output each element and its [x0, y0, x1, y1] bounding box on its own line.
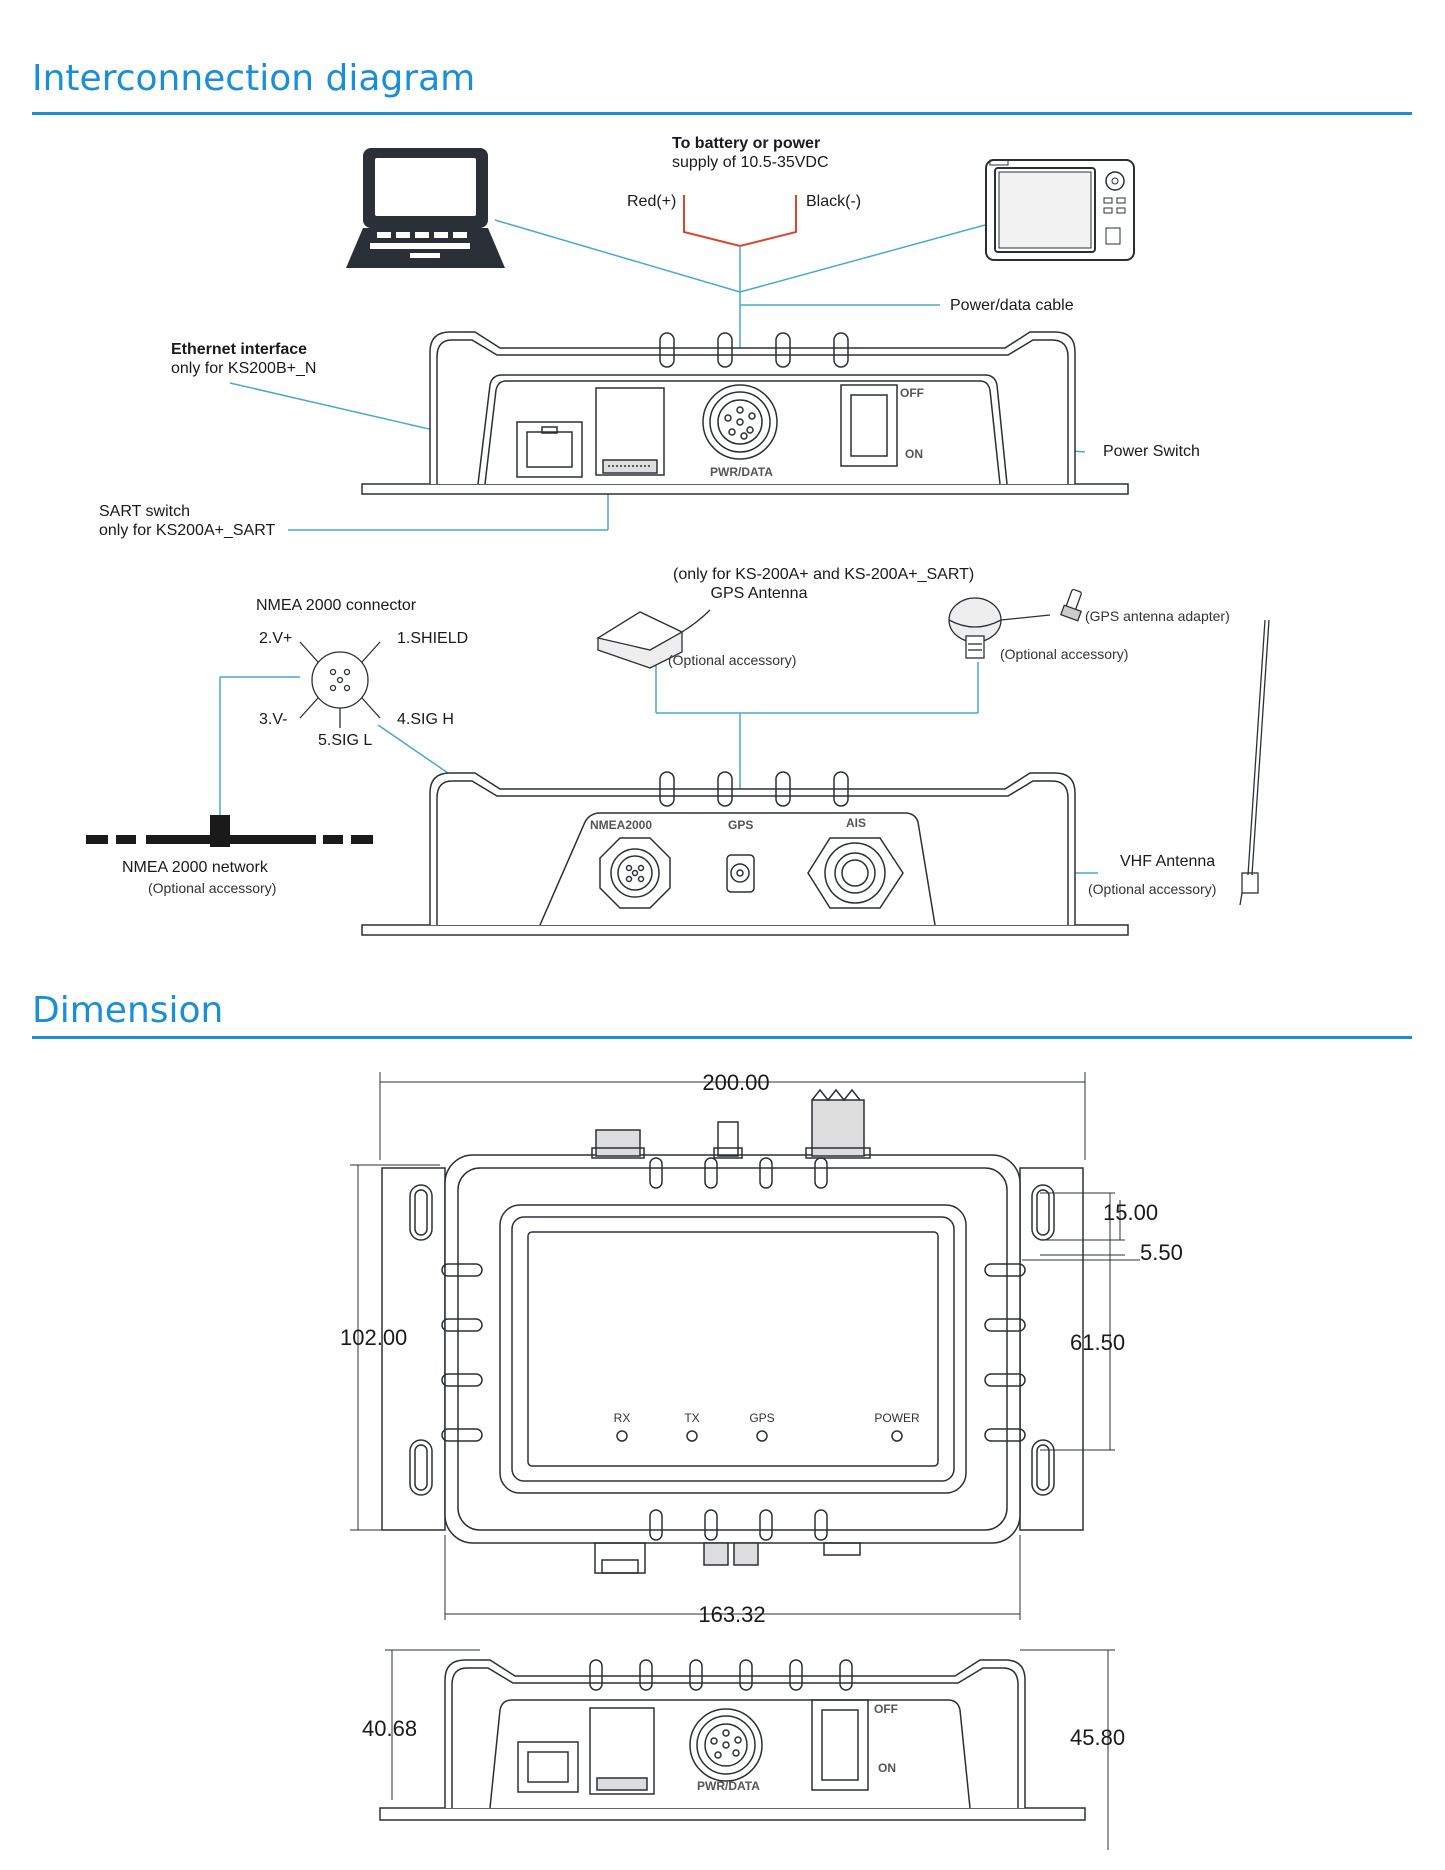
device-rear-view: [361, 771, 1129, 936]
gps-mushroom-antenna-icon: [948, 597, 1051, 659]
laptop-icon: [346, 148, 505, 268]
power-lines: [683, 195, 797, 248]
device-top-view: [350, 1072, 1140, 1620]
ethernet-label-2: only for KS200B+_N: [171, 360, 316, 377]
dimension-title: Dimension: [32, 990, 224, 1031]
side-on-label: ON: [878, 1761, 896, 1775]
sart-label-1: SART switch: [99, 503, 190, 520]
dim-width-inner: 163.32: [698, 1602, 765, 1627]
pin-2-label: 2.V+: [259, 630, 292, 647]
nmea-network-backbone: [86, 815, 373, 847]
dim-hole-width: 5.50: [1140, 1240, 1183, 1265]
nmea-optional-label: (Optional accessory): [148, 880, 276, 896]
pin-3-label: 3.V-: [259, 711, 287, 728]
power-switch-label: Power Switch: [1103, 443, 1200, 460]
side-pwr-label: PWR/DATA: [697, 1779, 760, 1793]
gps-note-label-1: (only for KS-200A+ and KS-200A+_SART): [673, 566, 974, 583]
sart-label-2: only for KS200A+_SART: [99, 522, 275, 539]
dim-height-total: 102.00: [340, 1325, 407, 1350]
vhf-antenna-label: VHF Antenna: [1120, 853, 1215, 870]
gps-adapter-label: (GPS antenna adapter): [1085, 608, 1230, 624]
power-supply-label-1: To battery or power: [672, 135, 820, 152]
ais-port-label: AIS: [846, 816, 866, 830]
gps-puck-antenna-icon: [596, 609, 711, 669]
red-wire-label: Red(+): [627, 193, 676, 210]
dim-hole-spacing: 61.50: [1070, 1330, 1125, 1355]
led-gps-label: GPS: [749, 1411, 774, 1425]
gps-note-label-2: GPS Antenna: [711, 585, 808, 602]
nmea-network-label: NMEA 2000 network: [122, 859, 269, 876]
dim-hole-length: 15.00: [1103, 1200, 1158, 1225]
dimension-rule: [32, 1036, 1412, 1039]
device-front-view: [361, 331, 1129, 495]
device-side-view: [379, 1649, 1115, 1850]
black-wire-label: Black(-): [806, 193, 861, 210]
nmea-connector-label: NMEA 2000 connector: [256, 597, 417, 614]
connection-lines: [219, 219, 1098, 874]
nmea-connector-pinout: [299, 641, 381, 728]
led-tx-label: TX: [684, 1411, 699, 1425]
dim-side-right: 45.80: [1070, 1725, 1125, 1750]
switch-on-label: ON: [905, 447, 923, 461]
power-supply-label-2: supply of 10.5-35VDC: [672, 154, 829, 171]
power-data-cable-label: Power/data cable: [950, 297, 1074, 314]
gps-optional-label-1: (Optional accessory): [668, 652, 796, 668]
gps-antenna-adapter-icon: [1059, 588, 1083, 622]
pin-1-label: 1.SHIELD: [397, 630, 468, 647]
led-rx-label: RX: [614, 1411, 631, 1425]
pin-5-label: 5.SIG L: [318, 732, 372, 749]
chartplotter-icon: [985, 159, 1135, 261]
gps-optional-label-2: (Optional accessory): [1000, 646, 1128, 662]
dim-side-left: 40.68: [362, 1716, 417, 1741]
nmea-port-label: NMEA2000: [590, 818, 652, 832]
dim-width-total: 200.00: [702, 1070, 769, 1095]
led-power-label: POWER: [874, 1411, 920, 1425]
pin-4-label: 4.SIG H: [397, 711, 454, 728]
pwr-data-port-label: PWR/DATA: [710, 465, 773, 479]
gps-port-label: GPS: [728, 818, 753, 832]
ethernet-label-1: Ethernet interface: [171, 341, 307, 358]
interconnection-rule: [32, 112, 1412, 115]
switch-off-label: OFF: [900, 386, 924, 400]
vhf-whip-antenna-icon: [1239, 619, 1270, 906]
side-off-label: OFF: [874, 1702, 898, 1716]
interconnection-title: Interconnection diagram: [32, 58, 476, 99]
vhf-optional-label: (Optional accessory): [1088, 881, 1216, 897]
